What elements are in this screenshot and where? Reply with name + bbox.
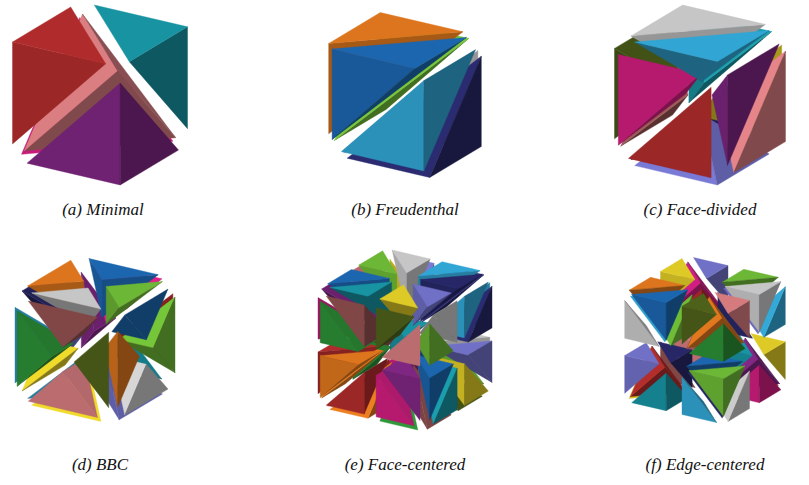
tetrahedron-face [725,282,781,295]
tetrahedron-face [689,324,723,362]
tetrahedron-face [28,301,97,347]
tetrahedron-face [715,292,749,313]
tetrahedron-face [120,83,178,185]
caption-box: (f) Edge-centered [646,455,765,475]
cube-decomposition [318,250,492,430]
tetrahedron-face [27,83,120,185]
panel-caption: (c) Face-divided [644,200,757,219]
tetrahedron-face [689,366,745,379]
tetrahedron-face [658,342,692,363]
tetrahedron-face [424,50,476,171]
tetrahedron-face [712,75,728,165]
tetrahedron-face [413,284,451,307]
tetrahedron-face [418,262,480,276]
tetrahedron-face [632,290,688,303]
tetrahedron-face [724,324,746,362]
tetrahedron-face [465,282,489,338]
tetrahedron-face [632,373,667,411]
tetrahedron-face [359,251,397,274]
tetrahedron-face [328,270,390,284]
tetrahedron-face [682,293,717,314]
tetrahedron-face [635,31,769,62]
tetrahedron-face [759,365,781,403]
tetrahedron-face [89,259,158,280]
tetrahedron-face [694,258,729,279]
tetrahedron-face [728,44,780,165]
tetrahedron-face [421,274,483,288]
tetrahedron-face [631,5,765,36]
caption-box: (d) BBC [72,455,128,475]
tetrahedron-face [430,364,454,420]
tetrahedron-face [382,370,420,420]
caption-box: (e) Face-centered [345,455,466,475]
caption-box: (a) Minimal [62,200,144,220]
tetrahedron-face [329,13,463,44]
caption-box: (b) Freudenthal [351,200,458,220]
tetrahedron-face [392,250,430,273]
panel-caption: (d) BBC [72,455,128,474]
cube-decomposition [13,5,188,185]
tetrahedron-face [751,334,785,355]
cube-decomposition [15,259,175,422]
tetrahedron-face [380,285,418,308]
tetrahedron-face [330,282,392,296]
panel-caption: (f) Edge-centered [646,455,765,474]
tetrahedron-face [118,331,140,407]
tetrahedron-face [341,81,424,171]
panel-caption: (e) Face-centered [345,455,466,474]
cube-decomposition [625,258,786,423]
tetrahedron-face [332,37,466,68]
cube-decomposition [615,5,786,185]
tetrahedron-face [326,296,364,346]
tetrahedron-face [28,260,84,286]
tetrahedron-face [13,7,106,64]
tetrahedron-face [628,87,711,177]
tetrahedron-face [625,343,659,364]
tetrahedron-face [465,364,489,406]
tetrahedron-face [125,289,168,340]
panel-caption: (b) Freudenthal [351,200,458,219]
tetrahedron-face [430,324,454,366]
tetrahedron-face [326,373,364,415]
tetrahedron-face [74,332,109,408]
cube-decomposition [329,13,482,178]
tetrahedron-face [382,325,420,367]
tetrahedron-face [661,259,695,280]
panel-caption: (a) Minimal [62,200,144,219]
tetrahedron-face [94,5,187,62]
caption-box: (c) Face-divided [644,200,757,220]
